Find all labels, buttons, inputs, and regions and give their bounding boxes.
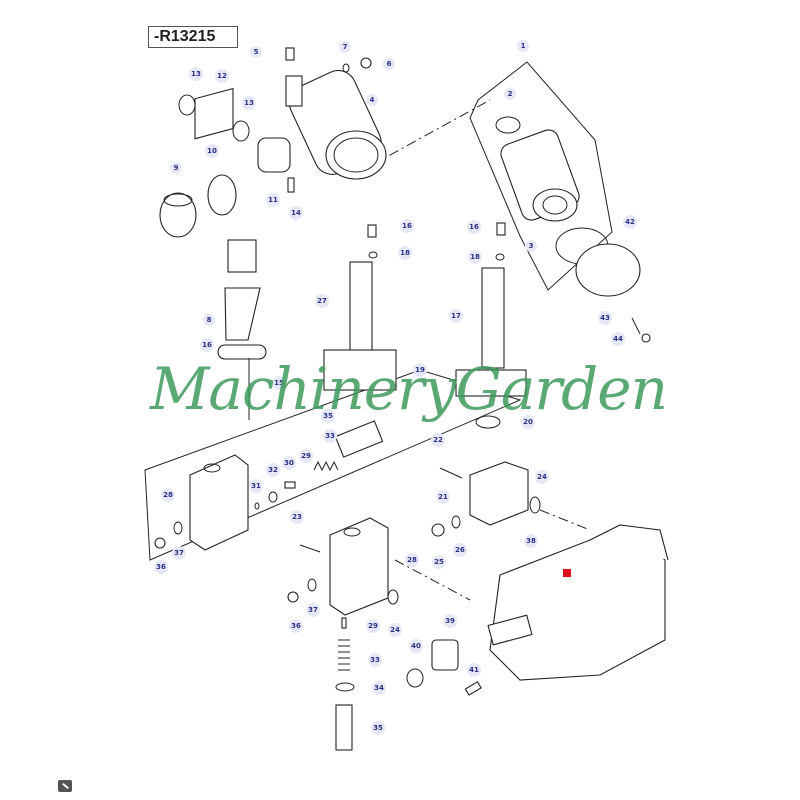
callout: 34: [374, 684, 384, 692]
hydraulic-pump: [406, 524, 669, 696]
callout: 21: [438, 493, 448, 501]
callout: 37: [174, 549, 184, 557]
filter-housing: [285, 69, 387, 180]
callout: 44: [613, 335, 623, 343]
filter-assembly-panel: [469, 61, 613, 291]
callout: 22: [433, 436, 443, 444]
callout: 17: [451, 312, 461, 320]
callout: 16: [469, 223, 479, 231]
callout: 19: [415, 366, 425, 374]
callout: 14: [291, 209, 301, 217]
valve-block-3: [431, 461, 541, 537]
spring-stack: [335, 617, 355, 751]
callout: 29: [301, 452, 311, 460]
callout: 11: [268, 196, 278, 204]
callout: 10: [207, 147, 217, 155]
callout: 42: [625, 218, 635, 226]
callout: 7: [343, 43, 348, 51]
callout: 3: [529, 242, 534, 250]
pencil-icon[interactable]: [58, 780, 72, 792]
callout: 4: [370, 96, 375, 104]
callout: 35: [323, 412, 333, 420]
callout: 40: [411, 642, 421, 650]
callout: 9: [174, 164, 179, 172]
callout: 39: [445, 617, 455, 625]
callout: 36: [156, 563, 166, 571]
filter-element: [495, 116, 609, 265]
callout: 24: [390, 626, 400, 634]
callout: 8: [207, 316, 212, 324]
callout: 16: [402, 222, 412, 230]
dashed-link: [394, 509, 591, 601]
dashed-link: [371, 99, 491, 166]
cover-plate: [575, 243, 651, 343]
callout: 23: [292, 513, 302, 521]
callouts: 1 2 3 42 43 44 16 18 17 16 18 27 19 20 3…: [154, 40, 637, 735]
callout: 20: [523, 418, 533, 426]
callout: 15: [274, 379, 284, 387]
callout: 32: [268, 466, 278, 474]
callout: 12: [217, 72, 227, 80]
callout: 38: [526, 537, 536, 545]
valve-block-2: [287, 517, 399, 616]
callout: 33: [325, 432, 335, 440]
callout: 28: [163, 491, 173, 499]
callout: 41: [469, 666, 479, 674]
part-reference-label: -R13215: [148, 26, 238, 48]
valve-assembly-panel: [144, 369, 522, 561]
pipe-fitting-left: [323, 224, 397, 391]
callout: 36: [291, 622, 301, 630]
callout: 26: [455, 546, 465, 554]
callout: 25: [434, 558, 444, 566]
callout: 18: [400, 249, 410, 257]
hotspot-marker[interactable]: [563, 569, 571, 577]
callout: 28: [407, 556, 417, 564]
callout: 18: [470, 253, 480, 261]
callout: 43: [600, 314, 610, 322]
callout: 13: [191, 70, 201, 78]
callout: 30: [284, 459, 294, 467]
relief-valve-parts: [254, 420, 384, 510]
callout: 24: [537, 473, 547, 481]
callout: 37: [308, 606, 318, 614]
callout: 33: [370, 656, 380, 664]
callout: 2: [508, 90, 513, 98]
callout: 29: [368, 622, 378, 630]
pipe-fitting-right: [455, 222, 527, 429]
watermark: MachineryGarden: [150, 355, 668, 423]
callout: 16: [202, 341, 212, 349]
valve-block-1: [154, 454, 249, 551]
callout: 5: [254, 48, 259, 56]
callout: 31: [251, 482, 261, 490]
tube-and-clamp: [217, 239, 267, 420]
callout: 35: [373, 724, 383, 732]
callout: 13: [244, 99, 254, 107]
small-parts-top: [159, 47, 372, 238]
callout: 6: [387, 60, 392, 68]
callout: 1: [521, 42, 526, 50]
callout: 27: [317, 297, 327, 305]
